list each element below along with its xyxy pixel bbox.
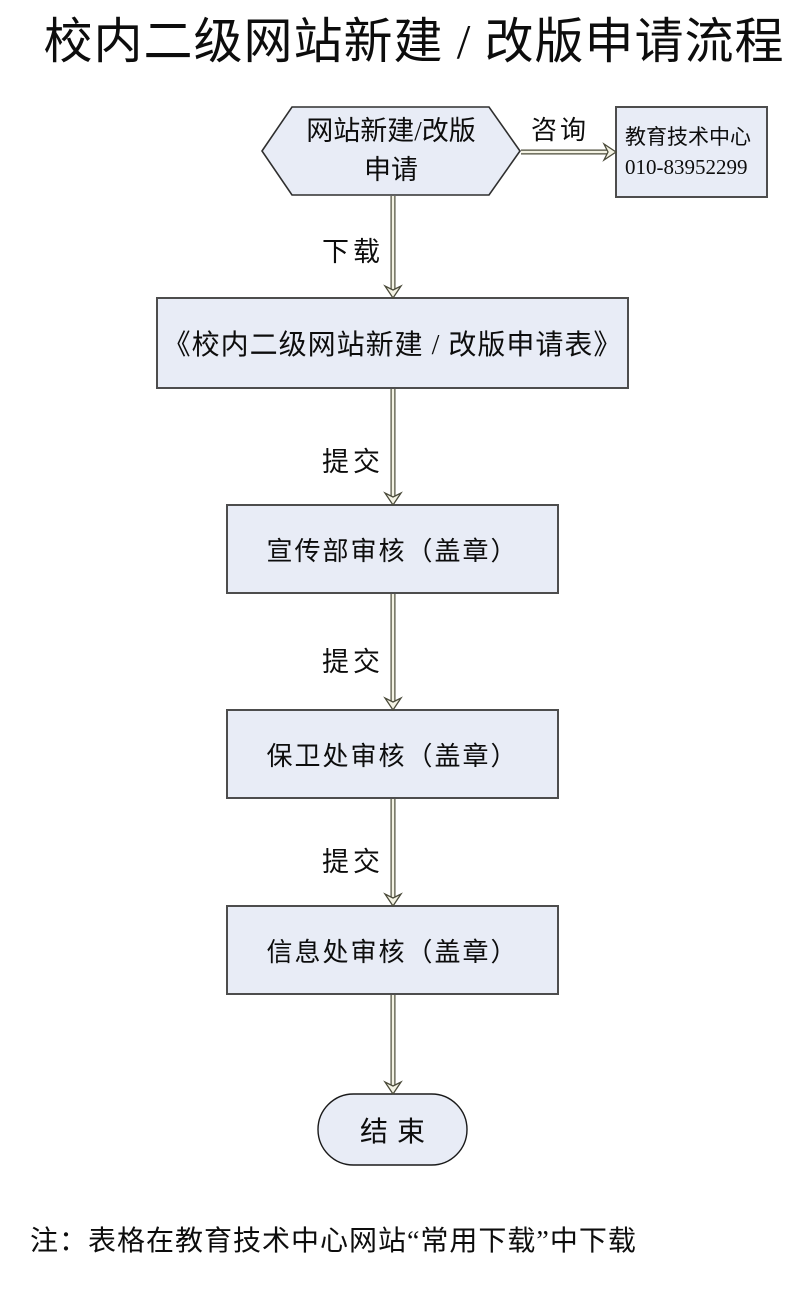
arrow-submit-3-head xyxy=(383,892,403,908)
arrow-submit-2-head xyxy=(383,696,403,712)
arrow-submit-2 xyxy=(383,594,403,712)
arrow-submit-1-head xyxy=(383,491,403,507)
edge-label-submit-2: 提交 xyxy=(322,647,384,677)
step-box-information-review: 信息处审核（盖章） xyxy=(266,937,519,967)
end-node: 结束 xyxy=(359,1116,434,1148)
contact-name: 教育技术中心 xyxy=(625,125,751,149)
step-box-1-shape xyxy=(226,504,559,594)
form-box: 《校内二级网站新建 / 改版申请表》 xyxy=(162,330,623,361)
step-box-3-shape xyxy=(226,905,559,995)
contact-phone: 010-83952299 xyxy=(625,155,748,179)
edge-label-consult: 咨询 xyxy=(530,116,589,145)
arrow-end xyxy=(383,995,403,1096)
step-box-2-shape xyxy=(226,709,559,799)
start-hexagon-line1: 网站新建/改版 xyxy=(306,116,476,146)
edge-label-submit-1: 提交 xyxy=(322,447,384,477)
step-box-propaganda-review: 宣传部审核（盖章） xyxy=(266,536,519,566)
arrow-download-head xyxy=(383,284,403,300)
contact-box-shape xyxy=(615,106,768,198)
arrow-consult-head xyxy=(602,142,618,162)
step-box-security-review: 保卫处审核（盖章） xyxy=(266,741,519,771)
arrow-submit-1 xyxy=(383,389,403,507)
edge-label-download: 下载 xyxy=(322,237,384,267)
contact-box: 教育技术中心 010-83952299 xyxy=(616,107,767,197)
start-hexagon: 网站新建/改版 申请 xyxy=(262,107,520,195)
arrow-download xyxy=(383,196,403,300)
page-title: 校内二级网站新建 / 改版申请流程 xyxy=(43,14,785,69)
arrow-end-head xyxy=(383,1080,403,1096)
footnote: 注：表格在教育技术中心网站“常用下载”中下载 xyxy=(30,1226,637,1257)
arrow-consult xyxy=(521,142,618,162)
start-hexagon-line2: 申请 xyxy=(364,155,418,185)
edge-label-submit-3: 提交 xyxy=(322,847,384,877)
arrow-submit-3 xyxy=(383,799,403,908)
start-hexagon-shape xyxy=(261,106,521,196)
